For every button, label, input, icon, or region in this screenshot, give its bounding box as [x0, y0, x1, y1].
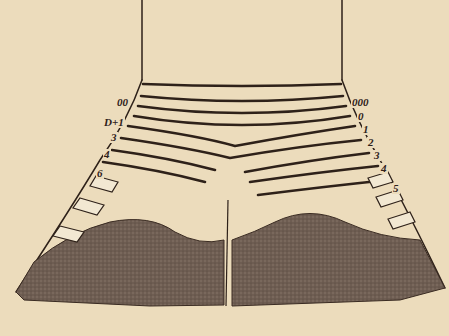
callout-number: 1 [362, 124, 370, 135]
callout-number: 3 [373, 150, 381, 161]
callout-number: 2 [367, 137, 375, 148]
callout-number: 000 [351, 97, 370, 108]
callout-number: 4 [103, 149, 111, 160]
callout-number: 6 [96, 168, 104, 179]
callout-number: 4 [380, 163, 388, 174]
callout-number: D+1 [103, 117, 125, 128]
callout-number: 0 [357, 111, 365, 122]
callout-number: 00 [116, 97, 129, 108]
callout-number: 3 [110, 132, 118, 143]
callout-number: 5 [392, 183, 400, 194]
